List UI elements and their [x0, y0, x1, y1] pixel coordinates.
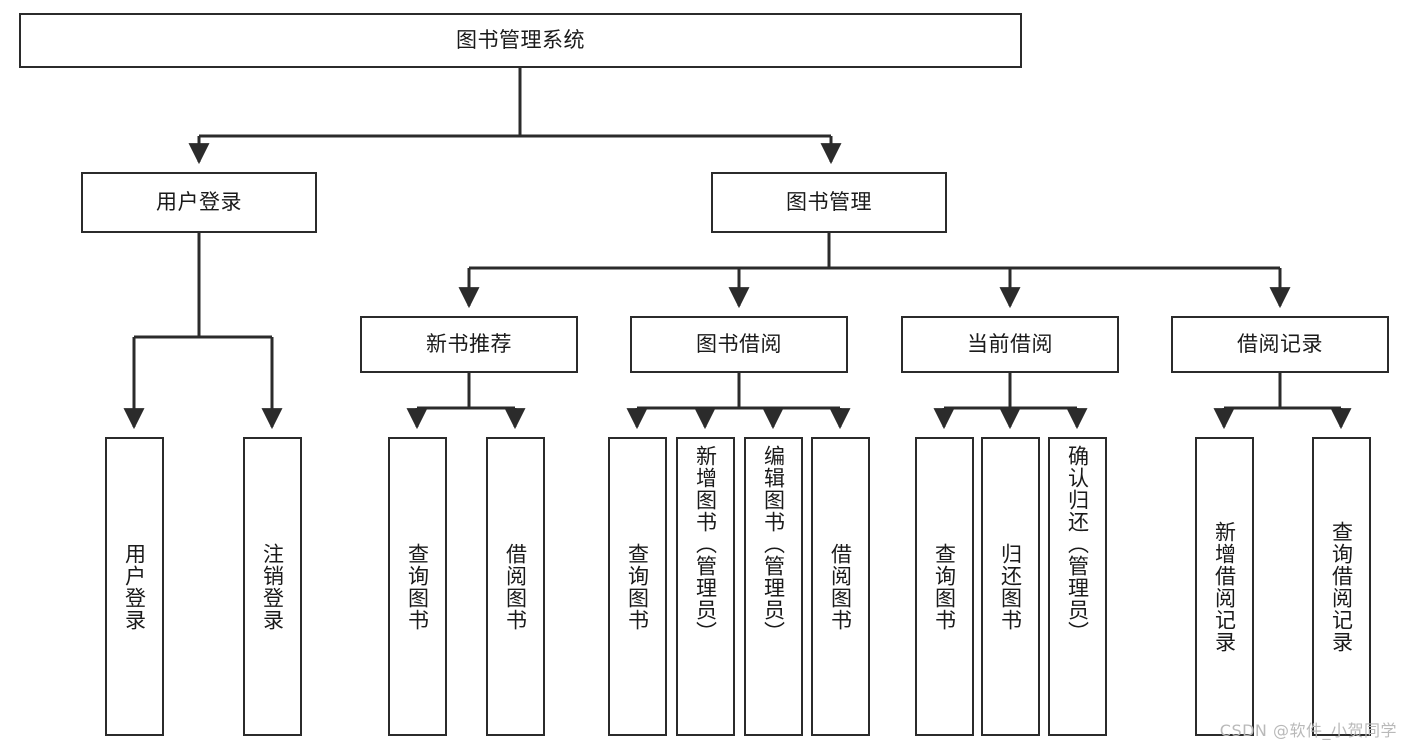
node-leaf-add-record-label: 新增借阅记录	[1212, 520, 1237, 653]
node-leaf-user-logout-label: 注销登录	[260, 542, 285, 631]
node-book-management[interactable]: 图书管理	[711, 172, 947, 233]
node-leaf-query-book-2-label: 查询图书	[625, 542, 650, 631]
node-leaf-borrow-book-2[interactable]: 借阅图书	[811, 437, 870, 736]
node-leaf-edit-book-label: 编辑图书（管理员）	[761, 445, 786, 643]
node-leaf-add-record[interactable]: 新增借阅记录	[1195, 437, 1254, 736]
node-leaf-add-book-label: 新增图书（管理员）	[693, 445, 718, 643]
node-leaf-add-book[interactable]: 新增图书（管理员）	[676, 437, 735, 736]
node-leaf-borrow-book-1[interactable]: 借阅图书	[486, 437, 545, 736]
node-leaf-query-book-2[interactable]: 查询图书	[608, 437, 667, 736]
node-leaf-return-book[interactable]: 归还图书	[981, 437, 1040, 736]
node-leaf-borrow-book-2-label: 借阅图书	[828, 542, 853, 631]
node-leaf-query-book-1[interactable]: 查询图书	[388, 437, 447, 736]
node-borrow-record[interactable]: 借阅记录	[1171, 316, 1389, 373]
node-new-book-recommend-label: 新书推荐	[426, 332, 512, 357]
node-user-login-label: 用户登录	[156, 190, 242, 215]
csdn-watermark: CSDN @软件_小贺同学	[1219, 721, 1397, 740]
node-leaf-borrow-book-1-label: 借阅图书	[503, 542, 528, 631]
node-current-borrow-label: 当前借阅	[967, 332, 1053, 357]
node-leaf-confirm-return[interactable]: 确认归还（管理员）	[1048, 437, 1107, 736]
node-leaf-query-record[interactable]: 查询借阅记录	[1312, 437, 1371, 736]
node-root-label: 图书管理系统	[456, 28, 585, 53]
node-book-management-label: 图书管理	[786, 190, 872, 215]
node-leaf-query-record-label: 查询借阅记录	[1329, 520, 1354, 653]
node-leaf-query-book-3-label: 查询图书	[932, 542, 957, 631]
node-root-system[interactable]: 图书管理系统	[19, 13, 1022, 68]
node-leaf-query-book-3[interactable]: 查询图书	[915, 437, 974, 736]
node-leaf-user-logout[interactable]: 注销登录	[243, 437, 302, 736]
node-leaf-confirm-return-label: 确认归还（管理员）	[1065, 445, 1090, 643]
node-book-borrow-label: 图书借阅	[696, 332, 782, 357]
node-book-borrow[interactable]: 图书借阅	[630, 316, 848, 373]
node-leaf-user-login[interactable]: 用户登录	[105, 437, 164, 736]
node-user-login[interactable]: 用户登录	[81, 172, 317, 233]
node-current-borrow[interactable]: 当前借阅	[901, 316, 1119, 373]
node-leaf-return-book-label: 归还图书	[998, 542, 1023, 631]
node-leaf-user-login-label: 用户登录	[122, 542, 147, 631]
node-new-book-recommend[interactable]: 新书推荐	[360, 316, 578, 373]
node-leaf-edit-book[interactable]: 编辑图书（管理员）	[744, 437, 803, 736]
node-leaf-query-book-1-label: 查询图书	[405, 542, 430, 631]
node-borrow-record-label: 借阅记录	[1237, 332, 1323, 357]
